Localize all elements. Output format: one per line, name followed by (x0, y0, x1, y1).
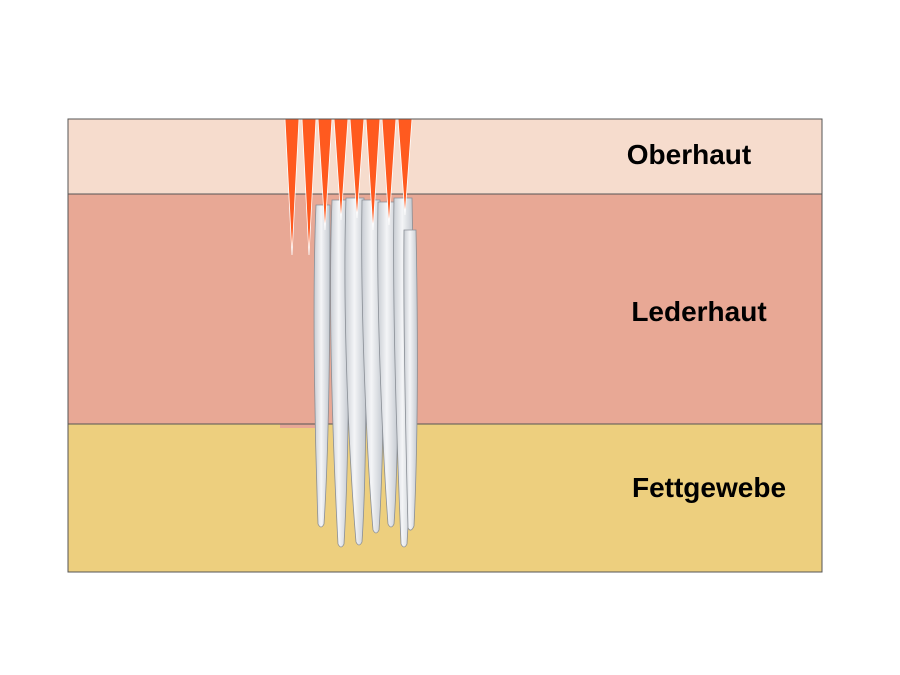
label-fat: Fettgewebe (632, 472, 786, 503)
treatment-column (313, 204, 331, 528)
dermis-bulge (280, 406, 318, 428)
diagram-frame (67, 118, 823, 573)
treatment-columns (313, 197, 418, 548)
layer-fat (68, 424, 822, 572)
treatment-column (403, 229, 418, 531)
label-dermis: Lederhaut (631, 296, 766, 327)
layer-epidermis (68, 119, 822, 194)
needle-tips (284, 118, 413, 256)
label-epidermis: Oberhaut (627, 139, 751, 170)
layer-dermis (68, 194, 822, 424)
